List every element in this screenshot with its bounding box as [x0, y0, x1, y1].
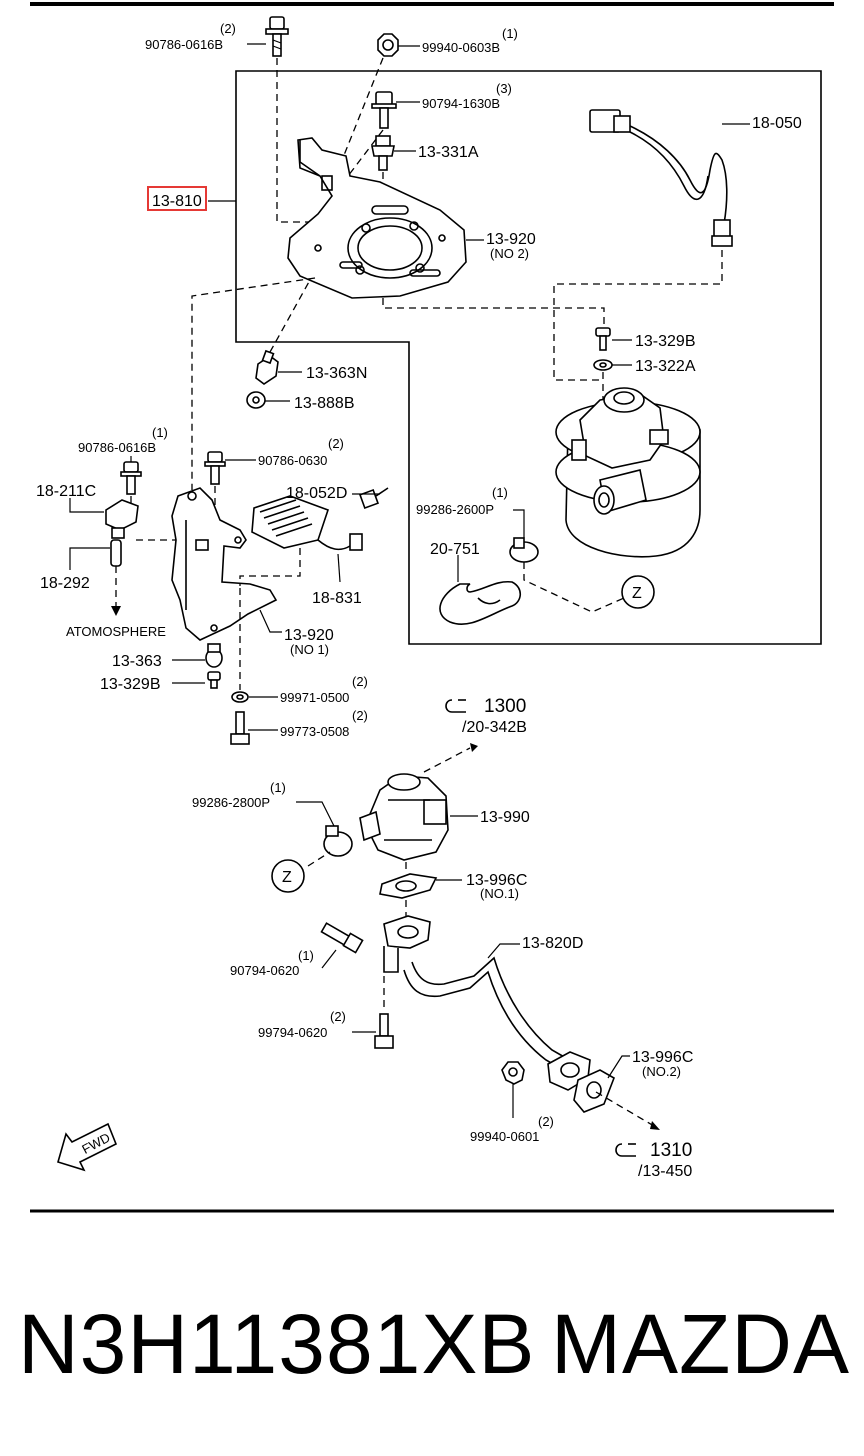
label-20-751: 20-751: [430, 541, 480, 558]
label-18-292: 18-292: [40, 575, 90, 592]
ref-1300-icon: [445, 699, 466, 713]
label-13-888B: 13-888B: [294, 395, 355, 412]
module-18-052D: [251, 487, 389, 551]
label-13-322A: 13-322A: [635, 358, 696, 375]
vacuum-switch-18-211C: [105, 499, 139, 539]
brand-name: MAZDA: [551, 1297, 850, 1391]
clamp-99286-2600P: [509, 537, 539, 563]
label-99286-2800P: 99286-2800P: [192, 795, 270, 810]
washer-13-322A: [593, 359, 613, 371]
label-18-052D: 18-052D: [286, 485, 347, 502]
label-90786-0616B-top-qty: (2): [220, 21, 236, 36]
clamp-99286-2800P: [323, 825, 353, 857]
z-marker-bottom: [271, 859, 305, 893]
label-90794-0620: 90794-0620: [230, 963, 299, 978]
z-marker-top-text: Z: [632, 585, 642, 602]
label-99773-0508: 99773-0508: [280, 724, 349, 739]
nut-99940-0601: [501, 1061, 525, 1085]
label-18-050: 18-050: [752, 115, 802, 132]
label-18-211C: 18-211C: [36, 483, 96, 500]
label-99794-0620-qty: (2): [330, 1009, 346, 1024]
label-13-920-no2: 13-920: [486, 231, 536, 248]
label-13-920-no2-sub: (NO 2): [490, 246, 529, 261]
harness-18-050: [589, 109, 733, 247]
label-99286-2600P: 99286-2600P: [416, 502, 494, 517]
bracket-13-920-no1: [171, 487, 278, 641]
label-atmosphere: ATOMOSPHERE: [66, 624, 166, 639]
pipe-13-820D: [383, 915, 591, 1091]
nut-13-363: [205, 643, 223, 668]
z-marker-top: [621, 575, 655, 609]
label-99940-0601: 99940-0601: [470, 1129, 539, 1144]
label-99971-0500: 99971-0500: [280, 690, 349, 705]
label-13-810: 13-810: [152, 193, 202, 210]
label-90786-0630-qty: (2): [328, 436, 344, 451]
label-18-831: 18-831: [312, 590, 362, 607]
ref-1310-icon: [615, 1143, 636, 1157]
label-13-820D: 13-820D: [522, 935, 583, 952]
hose-20-751: [439, 580, 522, 625]
stud-13-331A: [371, 135, 395, 171]
label-13-996C-no2: 13-996C: [632, 1049, 693, 1066]
bolt-90786-0616B-mid: [120, 461, 142, 495]
nut-99940-0603B: [377, 33, 399, 57]
label-13-329B-bottom: 13-329B: [100, 676, 161, 693]
washer-13-888B: [246, 391, 266, 409]
valve-13-990: [359, 773, 449, 861]
label-13-329B-top: 13-329B: [635, 333, 696, 350]
bolt-13-329B-bottom: [207, 671, 221, 689]
label-99286-2800P-qty: (1): [270, 780, 286, 795]
label-13-363: 13-363: [112, 653, 162, 670]
atmosphere-arrow: [111, 606, 121, 616]
bolt-99773-0508: [230, 711, 250, 745]
label-ref-1300-sub: /20-342B: [462, 719, 527, 736]
label-99940-0601-qty: (2): [538, 1114, 554, 1129]
label-90786-0630: 90786-0630: [258, 453, 327, 468]
label-ref-1310: 1310: [650, 1140, 692, 1161]
part-number: N3H11381XB: [18, 1297, 536, 1391]
label-99940-0603B: 99940-0603B: [422, 40, 500, 55]
air-pump-assembly: [555, 387, 701, 558]
label-13-920-no1: 13-920: [284, 627, 334, 644]
gasket-13-996C-no1: [379, 873, 438, 899]
washer-99971-0500: [231, 691, 249, 703]
bolt-90794-1630B: [371, 91, 397, 129]
label-ref-1310-sub: /13-450: [638, 1163, 692, 1180]
label-99794-0620: 99794-0620: [258, 1025, 327, 1040]
label-13-363N: 13-363N: [306, 365, 367, 382]
bolt-99794-0620: [374, 1013, 394, 1049]
label-90794-0620-qty: (1): [298, 948, 314, 963]
bolt-13-329B-top: [595, 327, 611, 351]
bolt-90786-0630: [204, 451, 226, 485]
bolt-90786-0616B-top: [265, 16, 289, 57]
gasket-13-996C-no2: [573, 1069, 615, 1113]
label-99286-2600P-qty: (1): [492, 485, 508, 500]
label-90794-1630B-qty: (3): [496, 81, 512, 96]
hose-18-292: [110, 539, 122, 567]
label-90786-0616B-mid: 90786-0616B: [78, 440, 156, 455]
label-99971-0500-qty: (2): [352, 674, 368, 689]
label-99773-0508-qty: (2): [352, 708, 368, 723]
label-13-996C-no2-sub: (NO.2): [642, 1064, 681, 1079]
label-13-990: 13-990: [480, 809, 530, 826]
label-13-331A: 13-331A: [418, 144, 479, 161]
bolt-90794-0620: [320, 922, 364, 954]
fwd-arrow-icon: [57, 1122, 118, 1172]
label-13-996C-no1-sub: (NO.1): [480, 886, 519, 901]
footer: N3H11381XB MAZDA: [0, 1296, 864, 1406]
assembly-frame-13-810: [235, 70, 822, 645]
plate-13-920-no2: [287, 137, 467, 299]
z-marker-bottom-text: Z: [282, 869, 292, 886]
label-90786-0616B-mid-qty: (1): [152, 425, 168, 440]
highlight-box-13-810: [147, 186, 207, 211]
label-13-996C-no1: 13-996C: [466, 872, 527, 889]
label-99940-0603B-qty: (1): [502, 26, 518, 41]
sensor-13-363N: [255, 349, 279, 385]
label-90786-0616B-top: 90786-0616B: [145, 37, 223, 52]
label-ref-1300: 1300: [484, 696, 526, 717]
label-13-920-no1-sub: (NO 1): [290, 642, 329, 657]
label-90794-1630B: 90794-1630B: [422, 96, 500, 111]
